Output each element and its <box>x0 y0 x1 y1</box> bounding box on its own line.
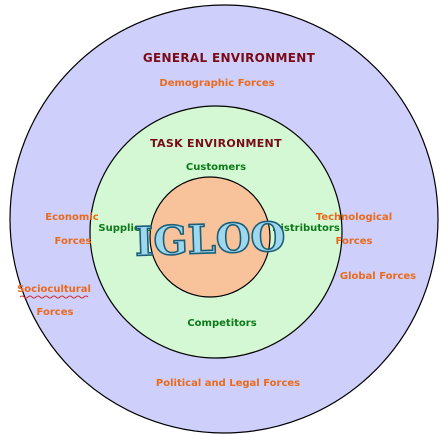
global-forces-label: Global Forces <box>340 271 416 282</box>
technological-forces-label-line2: Forces <box>336 236 373 247</box>
economic-forces-label-line2: Forces <box>55 236 92 247</box>
suppliers-label: Suppliers <box>98 223 151 234</box>
economic-forces-label-line1: Economic <box>45 212 98 223</box>
competitors-label: Competitors <box>187 318 256 329</box>
task-environment-title: TASK ENVIRONMENT <box>150 137 282 150</box>
demographic-forces-label: Demographic Forces <box>159 78 274 89</box>
sociocultural-forces-label-line1: Sociocultural <box>17 284 91 295</box>
distributors-label: Distributors <box>272 223 340 234</box>
igloo-center-label: IGLOO <box>134 213 286 265</box>
technological-forces-label-line1: Technological <box>316 212 392 223</box>
sociocultural-forces-label-line2: Forces <box>37 307 74 318</box>
customers-label: Customers <box>186 162 246 173</box>
spellcheck-underline <box>19 295 89 299</box>
political-legal-forces-label: Political and Legal Forces <box>156 378 300 389</box>
organization-circle <box>149 176 271 298</box>
general-environment-title: GENERAL ENVIRONMENT <box>143 51 316 65</box>
